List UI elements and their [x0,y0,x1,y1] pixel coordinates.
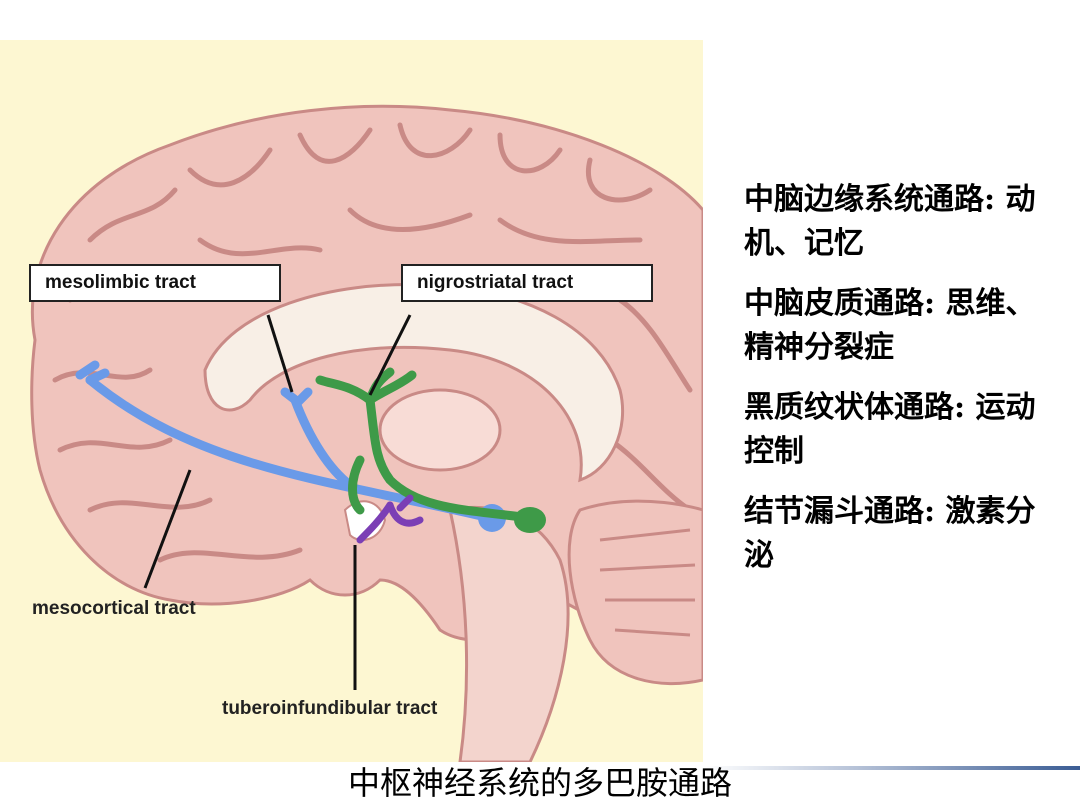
mesolimbic-tract-label: mesolimbic tract [29,264,281,302]
nigrostriatal-pathway [315,367,535,523]
corpus-callosum [203,282,625,483]
tuberoinfundibular-tract-label: tuberoinfundibular tract [222,698,438,719]
substantia-nigra-node [514,507,546,533]
note-mesocortical: 中脑皮质通路: 思维、精神分裂症 [744,286,1036,365]
leader-lines [143,314,412,690]
slide-caption: 中枢神经系统的多巴胺通路 [347,764,732,802]
tuberoinfundibular-pathway [356,494,424,544]
note-tuberoinfundibular: 结节漏斗通路: 激素分泌 [744,494,1036,573]
note-mesolimbic: 中脑边缘系统通路: 动机、记忆 [744,182,1036,261]
divider-line [703,766,1080,770]
thalamus [378,388,502,472]
brain-pathway-figure: mesolimbic tract nigrostriatal tract mes… [0,40,703,762]
brainstem [448,505,570,762]
mesocortical-tract-label: mesocortical tract [32,598,196,619]
note-nigrostriatal: 黑质纹状体通路: 运动控制 [744,390,1036,469]
brain-illustration [30,104,703,762]
cerebellum [567,499,703,686]
nigrostriatal-tract-label: nigrostriatal tract [401,264,653,302]
pathway-notes: 中脑边缘系统通路: 动机、记忆 中脑皮质通路: 思维、精神分裂症 黑质纹状体通路… [744,178,1064,594]
gyri-folds [52,122,693,563]
